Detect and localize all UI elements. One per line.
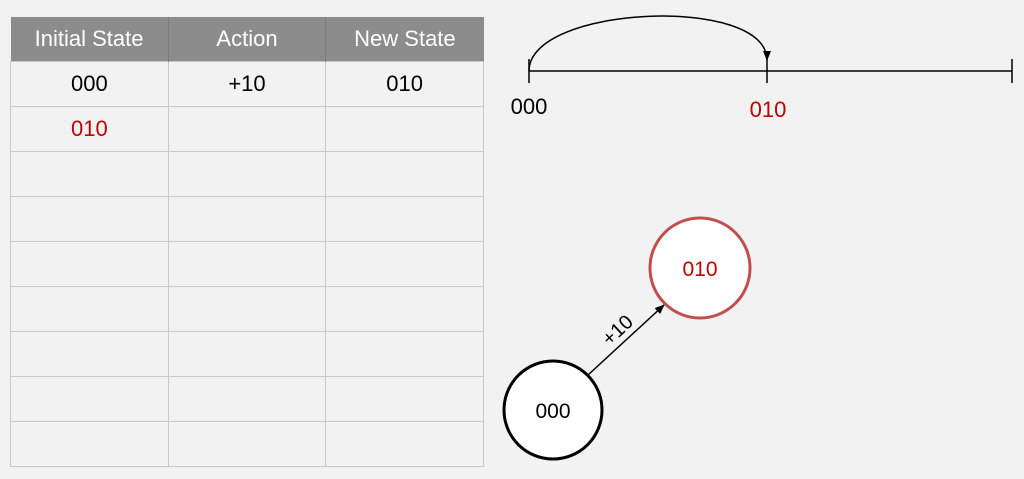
node-to-label: 010 — [682, 258, 717, 281]
cell-new-state — [325, 196, 484, 242]
table-row — [10, 196, 484, 242]
table-row — [10, 421, 484, 467]
number-line: 000 010 — [511, 15, 1013, 122]
cell-initial-state — [10, 241, 169, 287]
transition-edge-arrow — [587, 304, 665, 376]
cell-new-state: 010 — [325, 61, 484, 107]
header-row: Initial State Action New State — [10, 17, 484, 62]
table-row — [10, 376, 484, 422]
table-row — [10, 331, 484, 377]
cell-action: +10 — [167, 61, 327, 107]
state-transition-table: Initial State Action New State 000 +10 0… — [10, 17, 484, 467]
jump-arc-arrow — [528, 15, 771, 72]
table-row — [10, 241, 484, 287]
table-header: Initial State Action New State — [10, 17, 484, 62]
node-to — [648, 216, 752, 320]
table-row — [10, 151, 484, 197]
cell-new-state — [325, 286, 484, 332]
node-from-label: 000 — [535, 400, 570, 423]
table-row: 000 +10 010 — [10, 61, 484, 107]
cell-initial-state — [10, 376, 169, 422]
table-row — [10, 286, 484, 332]
cell-new-state — [325, 331, 484, 377]
cell-initial-state — [10, 151, 169, 197]
cell-action — [167, 286, 327, 332]
cell-initial-state — [10, 196, 169, 242]
cell-initial-state — [10, 286, 169, 332]
cell-action — [167, 106, 327, 152]
cell-action — [167, 196, 327, 242]
cell-initial-state — [10, 421, 169, 467]
header-new-state: New State — [325, 17, 484, 62]
table-body: 000 +10 010 010 — [10, 61, 484, 467]
cell-initial-state: 000 — [10, 61, 169, 107]
number-line-start-label: 000 — [511, 94, 548, 119]
cell-action — [167, 151, 327, 197]
cell-action — [167, 241, 327, 287]
state-graph: +10 000 010 — [502, 216, 752, 461]
cell-initial-state — [10, 331, 169, 377]
header-initial-state: Initial State — [10, 17, 169, 62]
table-row: 010 — [10, 106, 484, 152]
node-from — [502, 359, 604, 461]
header-action: Action — [168, 17, 327, 62]
edge-label: +10 — [598, 311, 638, 350]
number-line-current-label: 010 — [750, 97, 787, 122]
cell-action — [167, 421, 327, 467]
cell-new-state — [325, 421, 484, 467]
